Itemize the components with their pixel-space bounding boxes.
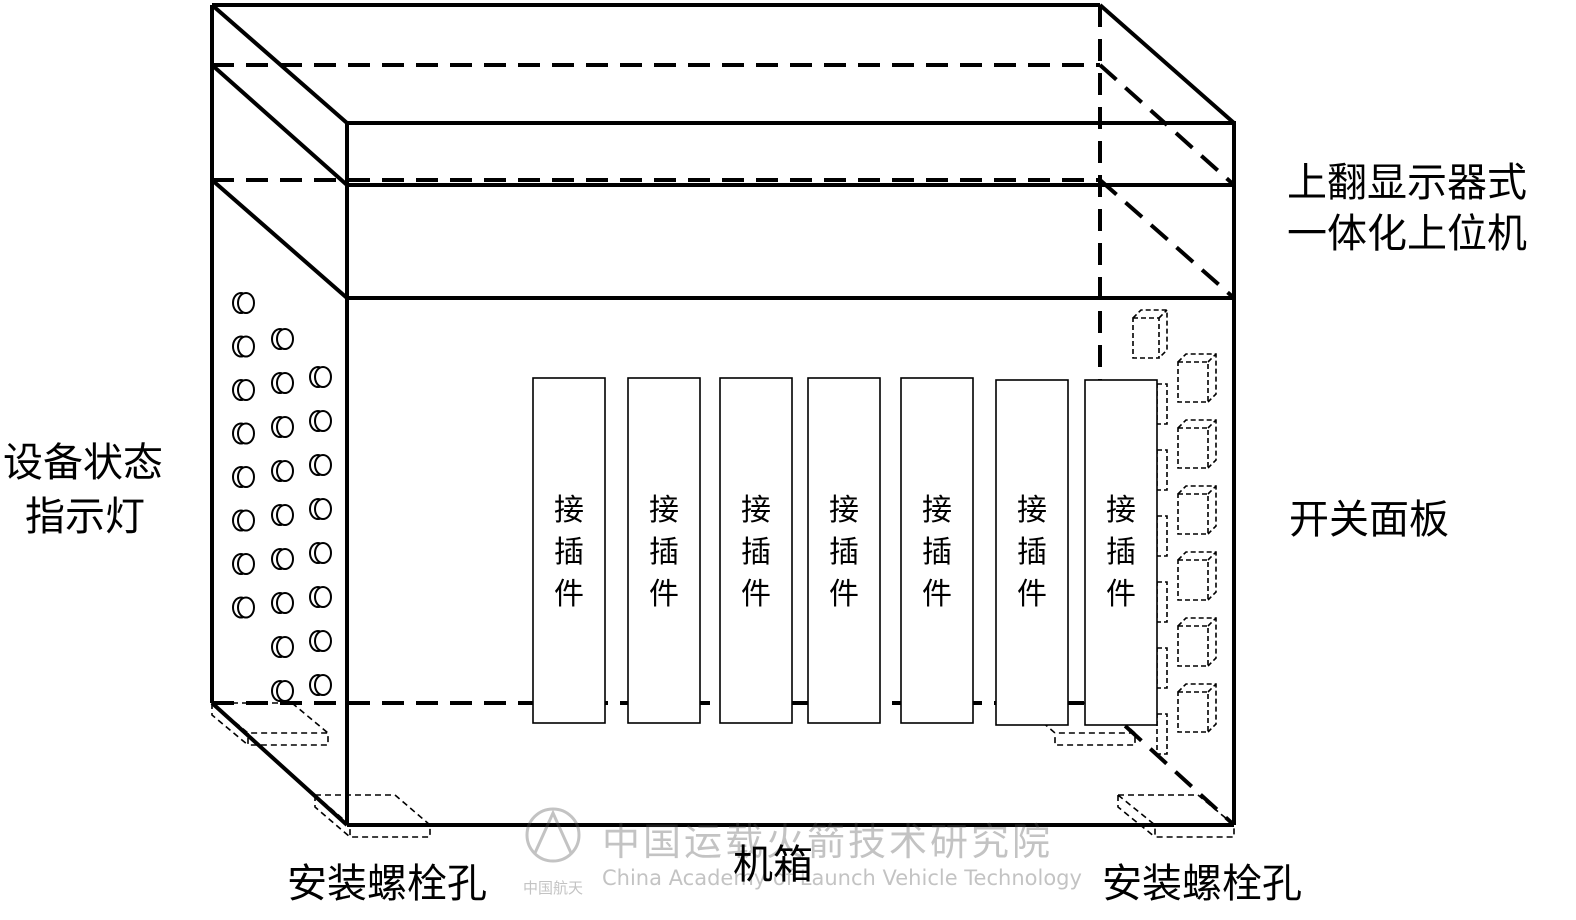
watermark: 中国航天 中国运载火箭技术研究院 China Academy of Launch… xyxy=(523,807,1082,897)
connector-card-char: 插 xyxy=(649,535,679,570)
indicator-light-icon xyxy=(232,509,255,532)
watermark-badge: 中国航天 xyxy=(523,879,583,897)
connector-card-char: 件 xyxy=(649,577,679,612)
panel-switch-icon xyxy=(1177,551,1217,601)
connector-card-char: 接 xyxy=(554,493,584,528)
indicator-light-icon xyxy=(232,422,255,445)
connector-card: 接插件 xyxy=(807,377,881,724)
connector-card-char: 接 xyxy=(922,493,952,528)
indicator-label-line2: 指示灯 xyxy=(25,494,145,540)
connector-card-char: 接 xyxy=(1017,493,1047,528)
connector-card-char: 件 xyxy=(741,577,771,612)
connector-card: 接插件 xyxy=(627,377,701,724)
connector-card-char: 接 xyxy=(649,493,679,528)
indicator-label-line1: 设备状态 xyxy=(3,440,163,486)
indicator-light-icon xyxy=(232,335,255,358)
indicator-light-icon xyxy=(232,292,255,314)
panel-switch-icon xyxy=(1177,353,1217,403)
connector-card: 接插件 xyxy=(995,379,1069,726)
indicator-light-icon xyxy=(271,548,294,570)
display-label-line2: 一体化上位机 xyxy=(1287,211,1527,257)
panel-switch-tab xyxy=(1156,713,1168,755)
chassis-frame xyxy=(210,3,1236,827)
indicator-light-icon xyxy=(271,416,294,438)
watermark-logo-icon xyxy=(525,807,581,863)
chassis-label: 机箱 xyxy=(733,842,813,888)
switch-panel-label: 开关面板 xyxy=(1289,497,1449,543)
indicator-light-icon xyxy=(232,596,255,619)
connector-card-char: 接 xyxy=(741,493,771,528)
indicator-light-icon xyxy=(309,454,332,476)
connector-card-char: 件 xyxy=(1106,577,1136,612)
connector-card-char: 插 xyxy=(554,535,584,570)
panel-switch-tab xyxy=(1156,515,1168,557)
connector-card-char: 件 xyxy=(922,577,952,612)
connector-card-char: 插 xyxy=(922,535,952,570)
connector-card-char: 插 xyxy=(829,535,859,570)
connector-card-char: 插 xyxy=(1106,535,1136,570)
bolt-hole-label-right: 安装螺栓孔 xyxy=(1102,861,1302,907)
connector-card: 接插件 xyxy=(900,377,974,724)
watermark-subtitle: China Academy of Launch Vehicle Technolo… xyxy=(602,866,1082,890)
indicator-light-icon xyxy=(309,542,332,564)
panel-switch-tab xyxy=(1156,647,1168,689)
indicator-light-icon xyxy=(309,410,332,432)
panel-switch-icon xyxy=(1132,309,1168,359)
connector-card-char: 件 xyxy=(1017,577,1047,612)
indicator-light-icon xyxy=(271,328,294,350)
status-indicators xyxy=(232,292,332,702)
panel-switch-icon xyxy=(1177,617,1217,667)
indicator-light-icon xyxy=(271,592,294,614)
connector-card: 接插件 xyxy=(1084,379,1158,726)
display-label-line1: 上翻显示器式 xyxy=(1287,160,1527,206)
indicator-light-icon xyxy=(271,680,294,702)
indicator-light-icon xyxy=(309,366,332,388)
panel-switch-tab xyxy=(1156,383,1168,425)
indicator-light-icon xyxy=(232,553,255,575)
indicator-light-icon xyxy=(271,636,294,658)
panel-switch-tab xyxy=(1156,581,1168,623)
watermark-title: 中国运载火箭技术研究院 xyxy=(602,820,1053,864)
connector-card-char: 件 xyxy=(554,577,584,612)
indicator-light-icon xyxy=(232,379,255,401)
connector-card-char: 接 xyxy=(1106,493,1136,528)
indicator-light-icon xyxy=(309,586,332,608)
indicator-light-icon xyxy=(309,498,332,520)
panel-switch-icon xyxy=(1177,683,1217,733)
indicator-light-icon xyxy=(309,674,332,696)
panel-switch-icon xyxy=(1177,485,1217,535)
bolt-hole-label-left: 安装螺栓孔 xyxy=(287,861,487,907)
connector-card-char: 接 xyxy=(829,493,859,528)
indicator-light-icon xyxy=(271,372,294,394)
panel-switch-icon xyxy=(1177,419,1217,469)
connector-card: 接插件 xyxy=(532,377,606,724)
connector-card-char: 件 xyxy=(829,577,859,612)
indicator-light-icon xyxy=(271,460,294,482)
connector-card-char: 插 xyxy=(1017,535,1047,570)
connector-card: 接插件 xyxy=(719,377,793,724)
connector-card-char: 插 xyxy=(741,535,771,570)
indicator-light-icon xyxy=(271,504,294,526)
indicator-light-icon xyxy=(232,466,255,488)
panel-switch-tab xyxy=(1156,449,1168,491)
indicator-light-icon xyxy=(309,630,332,652)
